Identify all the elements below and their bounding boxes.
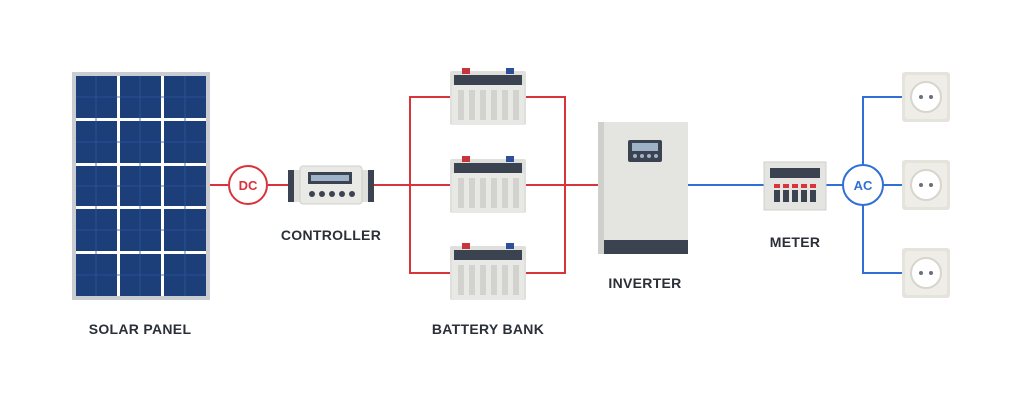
battery-icon [450,243,526,300]
dc-badge: DC [228,165,268,205]
battery-icon [450,156,526,213]
ac-badge: AC [842,164,884,206]
ac-wiring [688,96,902,274]
meter-icon [763,161,827,211]
inverter-label: INVERTER [608,275,682,291]
power-outlet-icon [901,71,951,123]
battery-icon [450,68,526,125]
solar-panel-icon [72,72,210,300]
controller-label: CONTROLLER [280,227,382,243]
battery-bank-label: BATTERY BANK [431,321,545,337]
dc-badge-text: DC [239,178,258,193]
meter-label: METER [769,234,821,250]
power-outlet-icon [901,159,951,211]
power-outlet-icon [901,247,951,299]
charge-controller-icon [288,165,374,205]
ac-badge-text: AC [854,178,873,193]
inverter-icon [598,122,688,254]
solar-panel-label: SOLAR PANEL [88,321,192,337]
